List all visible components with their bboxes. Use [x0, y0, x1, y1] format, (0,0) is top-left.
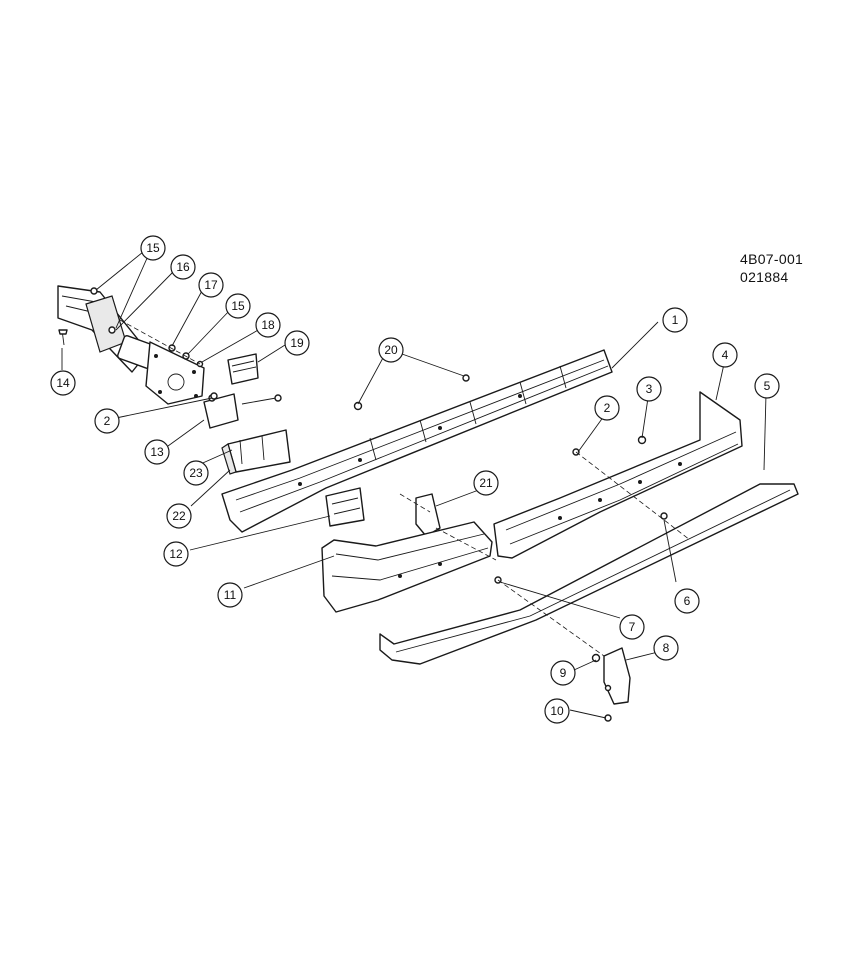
callout-14: 14	[50, 370, 76, 396]
svg-text:19: 19	[290, 336, 304, 350]
guard-21	[415, 493, 441, 537]
bolt-17	[168, 344, 176, 352]
bracket-22	[221, 429, 291, 475]
callout-8: 8	[653, 635, 679, 661]
callout-22: 22	[166, 503, 192, 529]
svg-text:22: 22	[172, 509, 186, 523]
callout-21: 21	[473, 470, 499, 496]
svg-text:18: 18	[261, 318, 275, 332]
bolt-6	[660, 512, 668, 520]
callout-1: 1	[662, 307, 688, 333]
svg-text:9: 9	[560, 666, 567, 680]
callout-13: 13	[144, 439, 170, 465]
rub-strip	[379, 483, 799, 665]
svg-text:14: 14	[56, 376, 70, 390]
callout-4: 4	[712, 342, 738, 368]
svg-text:1: 1	[672, 313, 679, 327]
callout-15-lower: 15	[225, 293, 251, 319]
frame-bolt	[58, 329, 68, 346]
svg-text:6: 6	[684, 594, 691, 608]
bracket-13	[203, 393, 282, 429]
callout-9: 9	[550, 660, 576, 686]
svg-text:4: 4	[722, 348, 729, 362]
bumper-face-left	[321, 521, 493, 613]
callout-10: 10	[544, 698, 570, 724]
callout-11: 11	[217, 582, 243, 608]
nut-20-left	[353, 401, 363, 411]
svg-text:3: 3	[646, 382, 653, 396]
callout-15-upper: 15	[140, 235, 166, 261]
svg-text:5: 5	[764, 379, 771, 393]
svg-text:21: 21	[479, 476, 493, 490]
callout-23: 23	[183, 460, 209, 486]
callout-16: 16	[170, 254, 196, 280]
callout-2-left: 2	[94, 408, 120, 434]
svg-text:2: 2	[104, 414, 111, 428]
frame-rail	[57, 285, 205, 405]
svg-text:20: 20	[384, 343, 398, 357]
svg-text:17: 17	[204, 278, 218, 292]
bracket-12	[325, 487, 365, 527]
svg-text:15: 15	[146, 241, 160, 255]
svg-text:10: 10	[550, 704, 564, 718]
svg-text:15: 15	[231, 299, 245, 313]
svg-text:23: 23	[189, 466, 203, 480]
callout-2-right: 2	[594, 395, 620, 421]
callout-3: 3	[636, 376, 662, 402]
nut-9	[591, 653, 601, 663]
nut-2-left	[210, 392, 218, 400]
callout-18: 18	[255, 312, 281, 338]
bumper-reinforcement	[221, 349, 613, 533]
svg-text:2: 2	[604, 401, 611, 415]
svg-text:11: 11	[224, 588, 237, 602]
callout-7: 7	[619, 614, 645, 640]
nut-20-right	[462, 374, 470, 382]
callout-20: 20	[378, 337, 404, 363]
leader-lines	[61, 251, 767, 719]
callout-19: 19	[284, 330, 310, 356]
callout-5: 5	[754, 373, 780, 399]
washer-16	[108, 326, 116, 334]
svg-text:8: 8	[663, 641, 670, 655]
bumper-face-bar	[493, 391, 743, 559]
svg-text:12: 12	[169, 547, 183, 561]
diagram-date-code: 021884	[740, 269, 789, 285]
callout-6: 6	[674, 588, 700, 614]
svg-text:7: 7	[629, 620, 636, 634]
nut-upper	[90, 287, 98, 295]
svg-text:16: 16	[176, 260, 190, 274]
diagram-reference-code: 4B07-001	[740, 251, 804, 267]
svg-text:13: 13	[150, 445, 164, 459]
callout-12: 12	[163, 541, 189, 567]
callout-17: 17	[198, 272, 224, 298]
end-cap	[603, 647, 631, 705]
pad-19	[227, 353, 259, 385]
